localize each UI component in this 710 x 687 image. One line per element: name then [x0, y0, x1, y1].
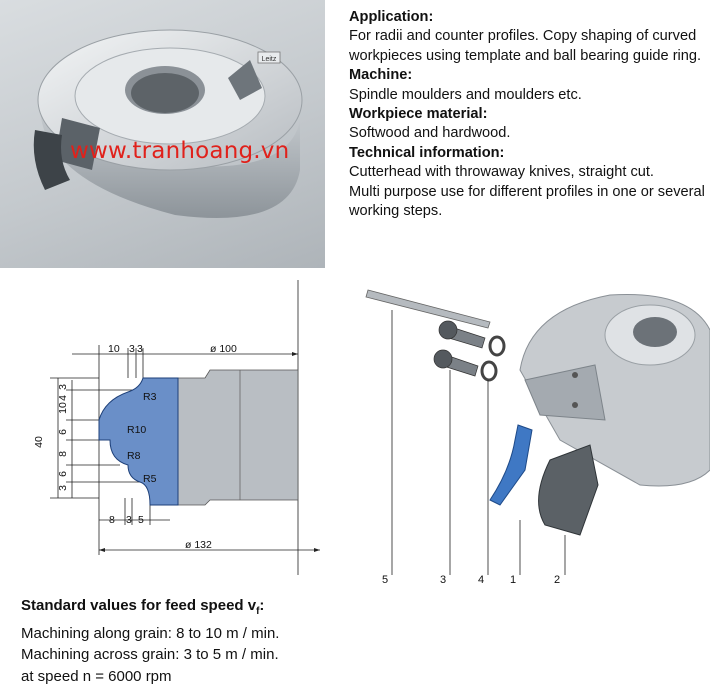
dim-left-8: 8 — [57, 451, 69, 457]
dim-top-3a: 3 — [129, 343, 135, 355]
profile-dimension-drawing: 10 3 3 ø 100 40 3 4 10 6 8 6 3 R3 R10 R8… — [0, 270, 340, 585]
feed-speed-title: Standard values for feed speed vf: — [21, 595, 341, 623]
feed-line-speed: at speed n = 6000 rpm — [21, 666, 341, 687]
dimension-drawing-svg: 10 3 3 ø 100 40 3 4 10 6 8 6 3 R3 R10 R8… — [0, 270, 340, 580]
dim-left-10: 10 — [57, 402, 69, 414]
radius-r5: R5 — [143, 473, 157, 485]
part-label-1: 1 — [510, 574, 516, 586]
radius-r3: R3 — [143, 391, 157, 403]
dim-bottom-8: 8 — [109, 514, 115, 526]
dim-top-10: 10 — [108, 343, 120, 355]
dim-left-3: 3 — [57, 384, 69, 390]
dim-left-3b: 3 — [57, 485, 69, 491]
dim-left-40: 40 — [33, 436, 45, 448]
feed-speed-section: Standard values for feed speed vf: Machi… — [21, 595, 341, 687]
profile-blue-area — [99, 378, 178, 505]
product-photo: Leitz — [0, 0, 325, 268]
part-label-4: 4 — [478, 574, 484, 586]
material-text: Softwood and hardwood. — [349, 124, 709, 143]
part-label-2: 2 — [554, 574, 560, 586]
technical-heading: Technical information: — [349, 144, 709, 163]
product-information: Application: For radii and counter profi… — [349, 8, 709, 221]
dim-left-6a: 6 — [57, 429, 69, 435]
exploded-parts-view: 5 3 4 1 2 — [360, 270, 710, 595]
dim-bottom-5: 5 — [138, 514, 144, 526]
feed-line-along-grain: Machining along grain: 8 to 10 m / min. — [21, 623, 341, 645]
radius-r8: R8 — [127, 450, 141, 462]
part-label-5: 5 — [382, 574, 388, 586]
photo-logo: Leitz — [262, 56, 277, 63]
material-heading: Workpiece material: — [349, 105, 709, 124]
part-label-3: 3 — [440, 574, 446, 586]
dim-bottom-3: 3 — [126, 514, 132, 526]
radius-r10: R10 — [127, 424, 146, 436]
cutterhead-photo-illustration: Leitz — [0, 0, 325, 268]
technical-text-2: Multi purpose use for different profiles… — [349, 183, 709, 222]
machine-heading: Machine: — [349, 66, 709, 85]
application-text: For radii and counter profiles. Copy sha… — [349, 27, 709, 66]
dim-left-6b: 6 — [57, 471, 69, 477]
technical-text-1: Cutterhead with throwaway knives, straig… — [349, 163, 709, 182]
exploded-view-svg: 5 3 4 1 2 — [360, 270, 710, 590]
dim-dia-100: ø 100 — [210, 343, 237, 355]
machine-text: Spindle moulders and moulders etc. — [349, 86, 709, 105]
dim-left-4: 4 — [57, 395, 69, 401]
feed-line-across-grain: Machining across grain: 3 to 5 m / min. — [21, 644, 341, 666]
dim-dia-132: ø 132 — [185, 539, 212, 551]
watermark-url: www.tranhoang.vn — [70, 138, 289, 164]
application-heading: Application: — [349, 8, 709, 27]
dim-top-3b: 3 — [137, 343, 143, 355]
